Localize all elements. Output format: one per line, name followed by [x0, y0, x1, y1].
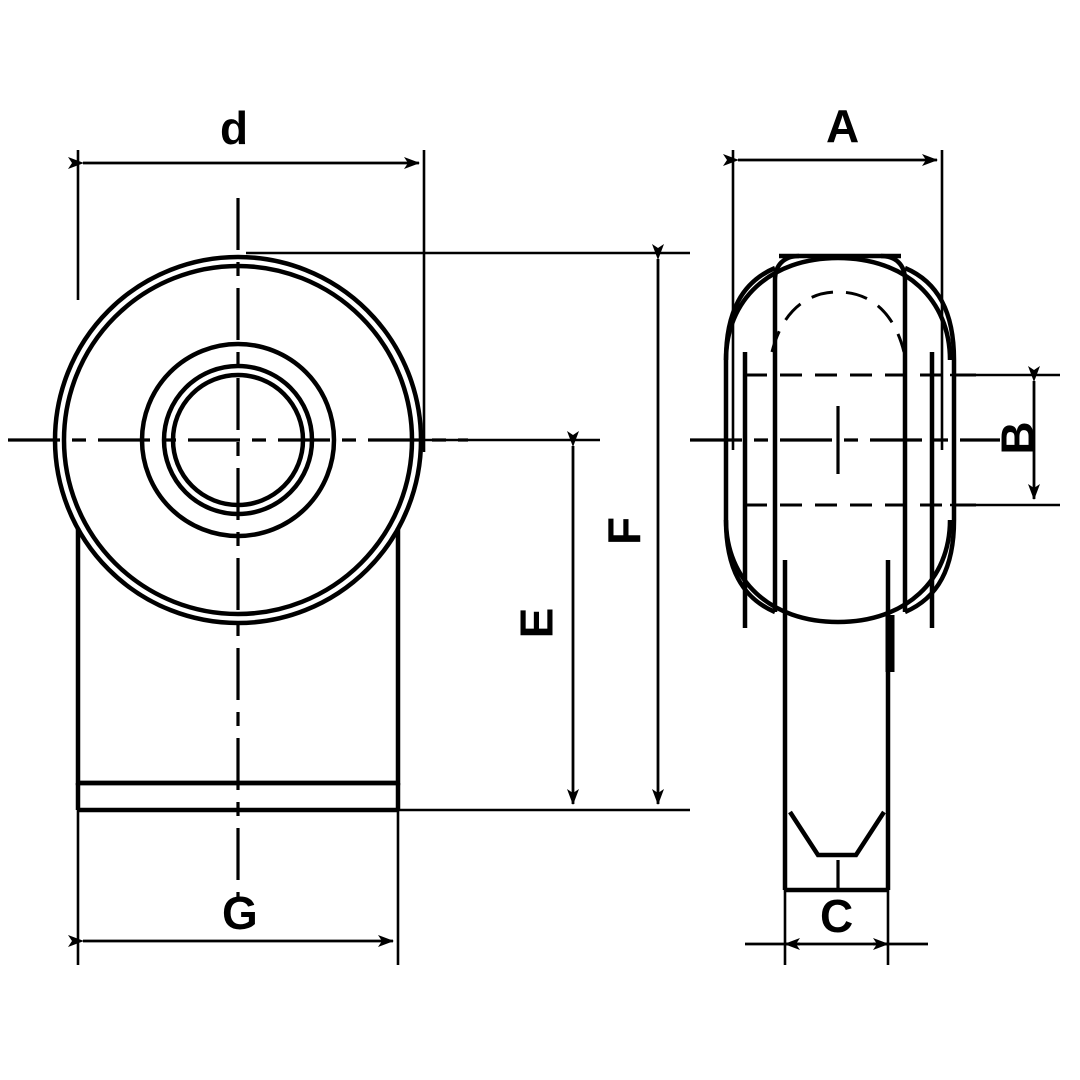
- side-view-geometry: [690, 253, 1000, 900]
- dimension-B: [950, 366, 1060, 507]
- dimension-label-G: G: [222, 887, 258, 939]
- dimension-label-A: A: [826, 100, 860, 152]
- dimension-label-C: C: [820, 890, 854, 942]
- side-hidden-ball-top: [770, 290, 906, 353]
- dimension-label-F: F: [598, 516, 651, 546]
- side-race-block: [772, 253, 908, 612]
- front-view-geometry: [8, 198, 468, 900]
- dimension-F: [246, 244, 690, 805]
- dimension-E: [398, 431, 690, 812]
- side-race-block-top-left-round: [772, 253, 800, 281]
- dimension-label-d: d: [220, 102, 249, 154]
- dimension-A: [723, 150, 944, 450]
- dimension-d: [68, 150, 426, 452]
- dimension-label-E: E: [510, 607, 563, 639]
- side-ball-bottom-curve: [723, 519, 953, 625]
- dimension-label-B: B: [991, 421, 1044, 455]
- dimension-G: [68, 800, 400, 965]
- dimension-C: [745, 862, 928, 965]
- side-race-block-top-right-round: [880, 253, 908, 281]
- side-shank-chamfer: [788, 810, 886, 858]
